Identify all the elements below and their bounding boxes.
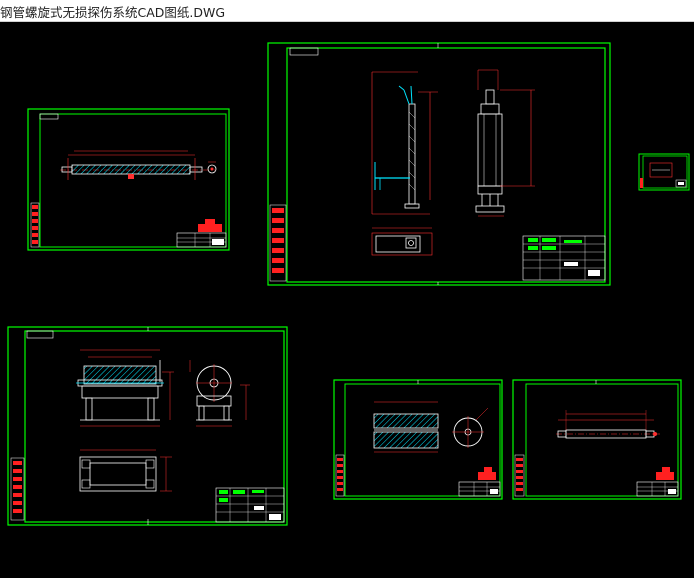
title-block <box>458 467 501 497</box>
title-block <box>215 487 285 523</box>
cylinder-view <box>475 69 535 217</box>
revision-strip <box>514 454 525 497</box>
shaft-view <box>556 410 660 439</box>
title-block <box>176 219 227 248</box>
shaft-view <box>60 150 217 180</box>
revision-strip <box>10 457 25 521</box>
cad-drawing-canvas[interactable] <box>0 22 694 578</box>
drawing-sheet-2[interactable] <box>267 42 611 286</box>
title-block <box>522 235 606 281</box>
drawing-sheet-6[interactable] <box>512 379 682 500</box>
roller-side-view <box>189 360 250 427</box>
disc-view <box>452 407 489 448</box>
revision-strip <box>335 454 345 497</box>
roller-section-view <box>373 401 439 453</box>
drawing-sheet-4[interactable] <box>7 326 288 526</box>
revision-strip <box>30 202 40 248</box>
vertical-bar-view <box>371 71 438 215</box>
drawing-sheet-1[interactable] <box>27 108 230 251</box>
title-block <box>636 467 679 497</box>
plan-view <box>371 227 433 256</box>
drawing-sheet-5[interactable] <box>333 379 503 500</box>
window-title: 钢管螺旋式无损探伤系统CAD图纸.DWG <box>0 5 226 20</box>
window-title-bar: 钢管螺旋式无损探伤系统CAD图纸.DWG <box>0 0 694 22</box>
roller-top-view <box>79 449 172 492</box>
roller-front-view <box>76 349 174 427</box>
revision-strip <box>269 204 287 282</box>
drawing-sheet-3[interactable] <box>638 153 690 191</box>
